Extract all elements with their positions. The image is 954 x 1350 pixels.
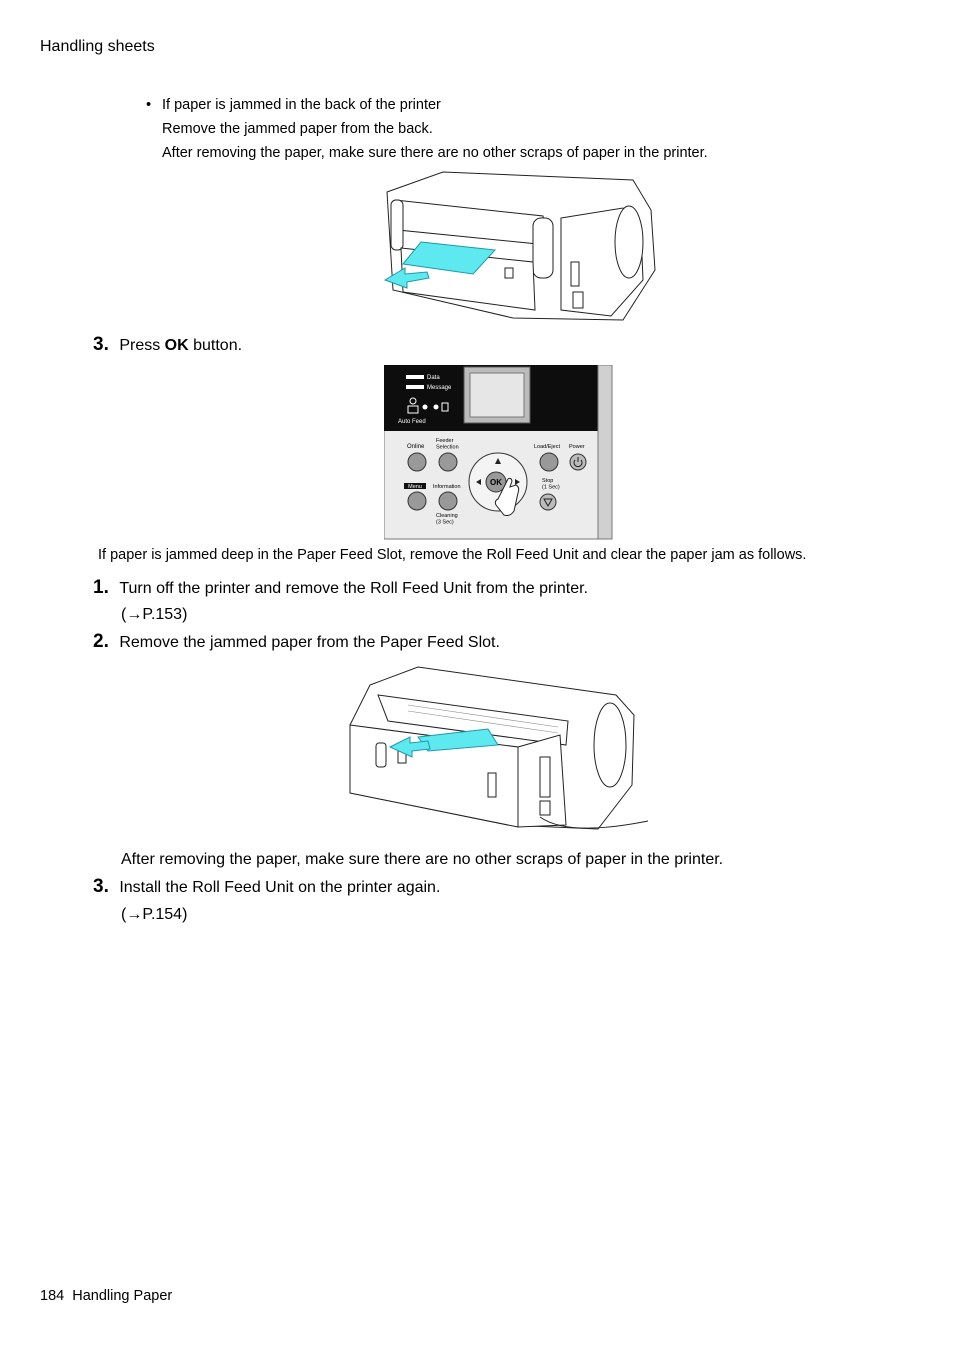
step-number: 3. [93, 334, 109, 355]
step-number: 3. [93, 876, 109, 897]
stop-icon [543, 498, 553, 508]
message-lamp [406, 385, 424, 389]
step-2: 2. Remove the jammed paper from the Pape… [93, 631, 500, 653]
running-header: Handling sheets [40, 38, 155, 55]
sheet-icon [407, 405, 419, 414]
panel-message-label: Message [427, 385, 452, 391]
deep-jam-note: If paper is jammed deep in the Paper Fee… [98, 547, 807, 563]
printer-back-illustration [383, 171, 656, 321]
stop-button[interactable] [539, 493, 557, 511]
feeder-selection-button[interactable] [438, 452, 458, 472]
after-removing-note: After removing the paper, make sure ther… [121, 851, 724, 868]
step-text: Install the Roll Feed Unit on the printe… [119, 879, 441, 896]
arrow-right-icon [515, 479, 520, 485]
menu-button[interactable] [407, 491, 427, 511]
chapter-title: Handling Paper [72, 1288, 173, 1304]
ok-label: OK [490, 478, 502, 487]
data-lamp [406, 375, 424, 379]
page-reference[interactable]: (→P.153) [121, 606, 188, 623]
step-press-ok: 3. Press OK button. [93, 334, 242, 356]
ok-button-label: OK [164, 337, 189, 354]
bullet-title: If paper is jammed in the back of the pr… [162, 97, 441, 113]
bullet-line-2: After removing the paper, make sure ther… [162, 145, 708, 161]
paper-feed-slot-illustration [349, 666, 649, 830]
step-1: 1. Turn off the printer and remove the R… [93, 577, 588, 599]
bullet-line-1: Remove the jammed paper from the back. [162, 121, 433, 137]
power-icon [573, 457, 583, 468]
step-text-after: button. [188, 337, 243, 354]
roll-icon [409, 397, 417, 405]
online-label: Online [407, 444, 425, 450]
step-text-before: Press [119, 337, 165, 354]
panel-auto-feed-label: Auto Feed [398, 419, 426, 425]
step-text: Turn off the printer and remove the Roll… [119, 580, 588, 597]
information-button[interactable] [438, 491, 458, 511]
stop-label: Stop(1 Sec) [542, 478, 560, 491]
panel-data-label: Data [427, 375, 440, 381]
power-label: Power [569, 444, 585, 450]
load-eject-button[interactable] [539, 452, 559, 472]
arrow-icon [383, 267, 430, 289]
arrow-left-icon [476, 479, 481, 485]
load-eject-label: Load/Eject [534, 444, 560, 450]
bullet-marker: • [146, 97, 152, 113]
arrow-up-icon [495, 458, 501, 464]
arrow-icon [388, 736, 431, 758]
step-text: Remove the jammed paper from the Paper F… [119, 634, 500, 651]
jammed-paper-shape [402, 241, 497, 275]
bullet-back-jam: • If paper is jammed in the back of the … [146, 93, 708, 165]
online-button[interactable] [407, 452, 427, 472]
page-reference[interactable]: (→P.154) [121, 906, 188, 923]
step-number: 2. [93, 631, 109, 652]
menu-label: Menu [408, 484, 422, 490]
step-number: 1. [93, 577, 109, 598]
page-footer: 184 Handling Paper [40, 1288, 172, 1304]
step-3: 3. Install the Roll Feed Unit on the pri… [93, 876, 440, 898]
cleaning-label: Cleaning(3 Sec) [436, 513, 458, 526]
pointing-finger-icon [494, 477, 520, 516]
page-number: 184 [40, 1288, 65, 1304]
information-label: Information [433, 484, 461, 490]
